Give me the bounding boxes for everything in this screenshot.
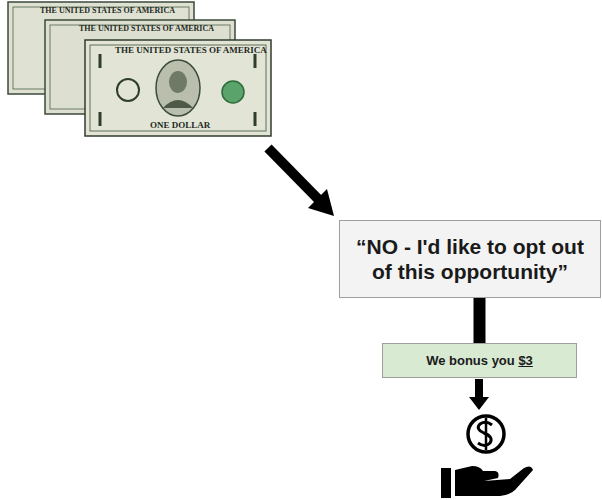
bill-text: THE UNITED STATES OF AMERICA bbox=[79, 24, 214, 33]
bill-text: THE UNITED STATES OF AMERICA bbox=[40, 6, 175, 15]
label-part: We bonus you bbox=[426, 353, 518, 368]
bill-text: THE UNITED STATES OF AMERICA bbox=[115, 45, 267, 55]
result-box: We bonus you $3 bbox=[382, 343, 577, 378]
connector-bar bbox=[474, 298, 486, 343]
dollar-bill bbox=[85, 40, 271, 136]
node-label: We bonus you $3 bbox=[426, 353, 533, 368]
money-hand-icon bbox=[441, 416, 533, 498]
node-label: “NO - I'd like to opt out of this opport… bbox=[350, 234, 590, 284]
bill-text: ONE DOLLAR bbox=[150, 120, 210, 130]
flow-arrow bbox=[268, 148, 334, 216]
decision-box: “NO - I'd like to opt out of this opport… bbox=[339, 220, 601, 298]
label-part: $3 bbox=[518, 353, 532, 368]
flow-arrow bbox=[469, 379, 489, 410]
